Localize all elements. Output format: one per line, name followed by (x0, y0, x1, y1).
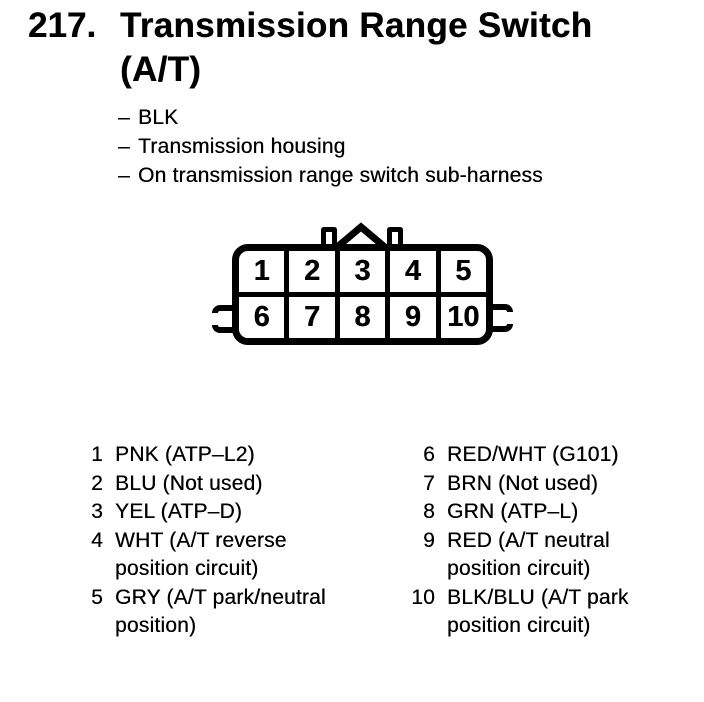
pin-number: 9 (423, 528, 435, 552)
pin-description: BRN (Not used) (447, 471, 599, 495)
connector-diagram: 1 2 3 4 5 6 7 8 9 10 (212, 222, 513, 345)
pin-description: BLK/BLU (A/T park position circuit) (447, 585, 629, 638)
pin-description: GRY (A/T park/neutral position) (115, 585, 326, 638)
section-heading: 217. Transmission Range Switch (A/T) (28, 4, 592, 92)
pin-legend-left: 1 PNK (ATP–L2) 2 BLU (Not used) 3 YEL (A… (75, 441, 326, 641)
connector-pin-cell-4: 4 (390, 251, 436, 292)
pin-number: 10 (411, 585, 435, 609)
connector-lock-chevron-icon (333, 222, 389, 251)
connector-pin-cell-2: 2 (289, 251, 335, 292)
pin-entry-5: 5 GRY (A/T park/neutral position) (75, 584, 326, 641)
pin-description: RED/WHT (G101) (447, 443, 619, 466)
note-text: BLK (138, 106, 179, 129)
connector-pin-cell-1: 1 (239, 251, 285, 292)
dash-icon: – (118, 106, 130, 129)
pin-entry-9: 9 RED (A/T neutral position circuit) (407, 527, 629, 584)
connector-tab-right (387, 227, 403, 245)
note-text: On transmission range switch sub-harness (138, 164, 543, 187)
pin-description: PNK (ATP–L2) (115, 443, 255, 466)
note-text: Transmission housing (138, 135, 346, 158)
connector-pin-cell-6: 6 (239, 297, 285, 338)
pin-entry-3: 3 YEL (ATP–D) (75, 498, 326, 527)
connector-body: 1 2 3 4 5 6 7 8 9 10 (232, 244, 493, 345)
pin-entry-7: 7 BRN (Not used) (407, 470, 629, 499)
section-number: 217. (28, 6, 97, 45)
pin-entry-6: 6 RED/WHT (G101) (407, 441, 629, 470)
pin-number: 3 (91, 500, 103, 523)
connector-pin-cell-8: 8 (339, 297, 386, 338)
pin-number: 1 (91, 443, 103, 466)
pin-number: 5 (91, 585, 103, 609)
note-item: – On transmission range switch sub-harne… (118, 161, 543, 190)
pin-description: GRN (ATP–L) (447, 500, 579, 523)
pin-entry-8: 8 GRN (ATP–L) (407, 498, 629, 527)
connector-pin-cell-3: 3 (339, 251, 386, 292)
pin-number: 4 (91, 528, 103, 552)
pin-legend-right: 6 RED/WHT (G101) 7 BRN (Not used) 8 GRN … (407, 441, 629, 641)
connector-ear-right-notch (506, 312, 513, 324)
section-title: Transmission Range Switch (A/T) (120, 6, 593, 89)
pin-number: 8 (423, 500, 435, 523)
connector-pin-grid: 1 2 3 4 5 6 7 8 9 10 (239, 251, 486, 338)
dash-icon: – (118, 164, 130, 187)
pin-entry-10: 10 BLK/BLU (A/T park position circuit) (407, 584, 629, 641)
connector-pin-cell-5: 5 (440, 251, 486, 292)
note-item: – Transmission housing (118, 132, 543, 161)
connector-pin-cell-7: 7 (289, 297, 335, 338)
pin-description: YEL (ATP–D) (115, 500, 243, 523)
connector-pin-cell-9: 9 (390, 297, 436, 338)
pin-entry-1: 1 PNK (ATP–L2) (75, 441, 326, 470)
connector-pin-cell-10: 10 (440, 297, 486, 338)
connector-ear-left-notch (212, 313, 219, 325)
pin-description: RED (A/T neutral position circuit) (447, 528, 610, 581)
connector-tab-left (321, 227, 337, 245)
pin-number: 7 (423, 471, 435, 495)
pin-description: WHT (A/T reverse position circuit) (115, 528, 287, 581)
pin-number: 6 (423, 443, 435, 466)
pin-entry-2: 2 BLU (Not used) (75, 470, 326, 499)
notes-list: – BLK – Transmission housing – On transm… (118, 103, 543, 190)
pin-number: 2 (91, 471, 103, 495)
pin-entry-4: 4 WHT (A/T reverse position circuit) (75, 527, 326, 584)
note-item: – BLK (118, 103, 543, 132)
pin-description: BLU (Not used) (115, 471, 263, 495)
dash-icon: – (118, 135, 130, 158)
